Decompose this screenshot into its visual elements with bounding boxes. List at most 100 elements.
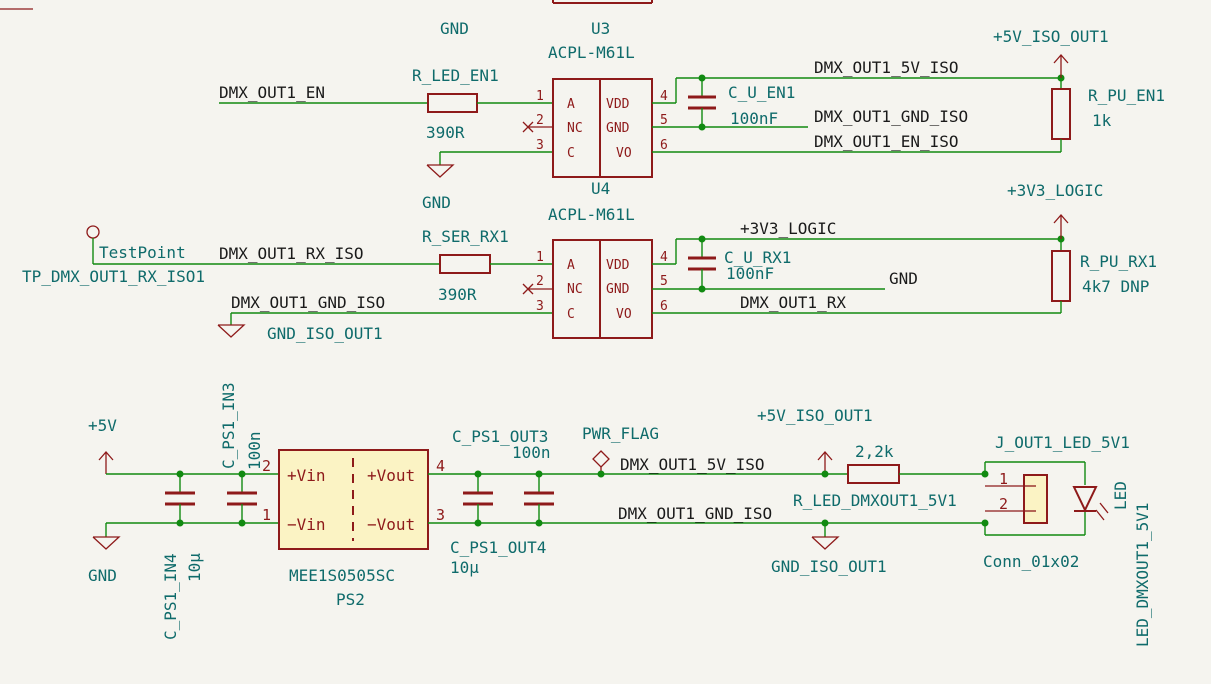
r-pu-en1-ref: R_PU_EN1 bbox=[1088, 86, 1165, 105]
gnd-symbol-ps bbox=[92, 536, 121, 550]
net-rx-3v3: +3V3_LOGIC bbox=[740, 219, 836, 238]
c-ps1-out3-value: 100n bbox=[512, 443, 551, 462]
u3-fragment: GND U3 ACPL-M61L bbox=[0, 0, 653, 62]
ps2-pin-vin-p: +Vin bbox=[287, 466, 326, 485]
conn-pin-1: 1 bbox=[999, 470, 1008, 488]
ps-gnd-iso-label: GND_ISO_OUT1 bbox=[771, 557, 887, 576]
conn-ref: J_OUT1_LED_5V1 bbox=[995, 433, 1130, 452]
u4-num-2: 2 bbox=[536, 113, 544, 128]
led-type: LED bbox=[1111, 481, 1130, 510]
urx-num-1: 1 bbox=[536, 250, 544, 265]
resistor-r-pu-en1[interactable] bbox=[1051, 88, 1071, 140]
resistor-r-led-dmxout1[interactable] bbox=[847, 464, 900, 484]
power-supply-section: +5V GND C_PS1_IN4 10µ C_PS1_IN3 100n +Vi… bbox=[88, 382, 1152, 647]
ps2-num-2: 2 bbox=[262, 457, 271, 475]
ps2-num-1: 1 bbox=[262, 506, 271, 524]
u4-pin-c: C bbox=[567, 146, 575, 161]
urx-num-2: 2 bbox=[536, 274, 544, 289]
c-ps1-in4-ref: C_PS1_IN4 bbox=[161, 553, 180, 640]
rx-gnd-iso-label: GND_ISO_OUT1 bbox=[267, 324, 383, 343]
led-symbol[interactable] bbox=[1072, 486, 1098, 513]
pwr-flag-label: PWR_FLAG bbox=[582, 424, 659, 443]
connector-j-out1-led[interactable] bbox=[1023, 474, 1048, 524]
ps2-num-4: 4 bbox=[436, 457, 445, 475]
r-led-dmxout1-ref: R_LED_DMXOUT1_5V1 bbox=[793, 491, 957, 510]
pwr-flag-symbol bbox=[592, 450, 610, 468]
ps2-value: MEE1S0505SC bbox=[289, 566, 395, 585]
u4-ref: U4 bbox=[591, 179, 610, 198]
resistor-r-led-en1[interactable] bbox=[427, 93, 478, 113]
u3-value: ACPL-M61L bbox=[548, 43, 635, 62]
u4-pin-nc: NC bbox=[567, 121, 583, 136]
urx-pin-gnd: GND bbox=[606, 282, 630, 297]
urx-num-5: 5 bbox=[660, 274, 668, 289]
testpoint-symbol[interactable] bbox=[86, 225, 100, 239]
en-gnd-label: GND bbox=[422, 193, 451, 212]
testpoint-type: TestPoint bbox=[99, 243, 186, 262]
urx-num-6: 6 bbox=[660, 299, 668, 314]
urx-pin-vdd: VDD bbox=[606, 258, 630, 273]
net-en-5v-iso: DMX_OUT1_5V_ISO bbox=[814, 58, 959, 77]
urx-num-3: 3 bbox=[536, 299, 544, 314]
rx-pwr-label: +3V3_LOGIC bbox=[1007, 181, 1103, 200]
u4-pin-a: A bbox=[567, 97, 575, 112]
pwr-arrow-5v-iso bbox=[817, 451, 833, 461]
pwr-arrow-en bbox=[1053, 54, 1069, 64]
ps2-pin-vout-n: −Vout bbox=[367, 515, 415, 534]
rx-channel: TestPoint TP_DMX_OUT1_RX_ISO1 DMX_OUT1_R… bbox=[22, 181, 1157, 343]
net-en-gnd-iso: DMX_OUT1_GND_ISO bbox=[814, 107, 968, 126]
c-u-rx1-ref: C_U_RX1 bbox=[724, 248, 791, 267]
pwr-arrow-5v bbox=[98, 451, 114, 461]
ps2-ref: PS2 bbox=[336, 590, 365, 609]
net-en-iso: DMX_OUT1_EN_ISO bbox=[814, 132, 959, 151]
led-ref: LED_DMXOUT1_5V1 bbox=[1133, 503, 1152, 648]
u4-num-5: 5 bbox=[660, 113, 668, 128]
c-ps1-in3-value: 100n bbox=[245, 431, 264, 470]
net-ps-gnd-iso: DMX_OUT1_GND_ISO bbox=[618, 504, 772, 523]
u4-pin-gnd: GND bbox=[606, 121, 630, 136]
c-ps1-out4-value: 10µ bbox=[450, 558, 479, 577]
c-ps1-in3-ref: C_PS1_IN3 bbox=[219, 382, 238, 469]
resistor-r-ser-rx1[interactable] bbox=[439, 254, 491, 274]
r-led-dmxout1-value: 2,2k bbox=[855, 442, 894, 461]
resistor-r-pu-rx1[interactable] bbox=[1051, 250, 1071, 302]
net-dmx-out1-rx: DMX_OUT1_RX bbox=[740, 293, 846, 312]
ic-u4[interactable] bbox=[552, 78, 653, 178]
ps-pwr-iso-label: +5V_ISO_OUT1 bbox=[757, 406, 873, 425]
c-ps1-out3-ref: C_PS1_OUT3 bbox=[452, 427, 548, 446]
r-ser-rx1-ref: R_SER_RX1 bbox=[422, 227, 509, 246]
en-pwr-label: +5V_ISO_OUT1 bbox=[993, 27, 1109, 46]
net-dmx-out1-rx-iso: DMX_OUT1_RX_ISO bbox=[219, 244, 364, 263]
u4-pin-vdd: VDD bbox=[606, 97, 630, 112]
r-ser-rx1-value: 390R bbox=[438, 285, 477, 304]
u4-num-1: 1 bbox=[536, 89, 544, 104]
u4-num-4: 4 bbox=[660, 89, 668, 104]
c-ps1-in4-value: 10µ bbox=[185, 553, 204, 582]
conn-pin-2: 2 bbox=[999, 495, 1008, 513]
r-pu-rx1-value: 4k7 DNP bbox=[1082, 277, 1149, 296]
urx-pin-vo: VO bbox=[616, 307, 632, 322]
u4-num-6: 6 bbox=[660, 138, 668, 153]
gnd-symbol-en bbox=[426, 164, 455, 178]
u4-num-3: 3 bbox=[536, 138, 544, 153]
ps2-pin-vin-n: −Vin bbox=[287, 515, 326, 534]
urx-pin-a: A bbox=[567, 258, 575, 273]
r-pu-en1-value: 1k bbox=[1092, 111, 1112, 130]
r-pu-rx1-ref: R_PU_RX1 bbox=[1080, 252, 1157, 271]
pwr-arrow-rx bbox=[1053, 214, 1069, 224]
u4-value: ACPL-M61L bbox=[548, 205, 635, 224]
ps2-num-3: 3 bbox=[436, 506, 445, 524]
net-dmx-out1-en: DMX_OUT1_EN bbox=[219, 83, 325, 102]
c-u-rx1-value: 100nF bbox=[726, 264, 774, 283]
c-u-en1-ref: C_U_EN1 bbox=[728, 83, 795, 102]
en-channel: DMX_OUT1_EN R_LED_EN1 390R GND A NC C VD… bbox=[219, 27, 1165, 224]
r-led-en1-ref: R_LED_EN1 bbox=[412, 66, 499, 85]
net-rx-gnd: GND bbox=[889, 269, 918, 288]
conn-value: Conn_01x02 bbox=[983, 552, 1079, 571]
net-rx-gnd-iso-in: DMX_OUT1_GND_ISO bbox=[231, 293, 385, 312]
u3-ref: U3 bbox=[591, 19, 610, 38]
pwr-5v-label: +5V bbox=[88, 416, 117, 435]
c-ps1-out4-ref: C_PS1_OUT4 bbox=[450, 538, 546, 557]
urx-num-4: 4 bbox=[660, 250, 668, 265]
